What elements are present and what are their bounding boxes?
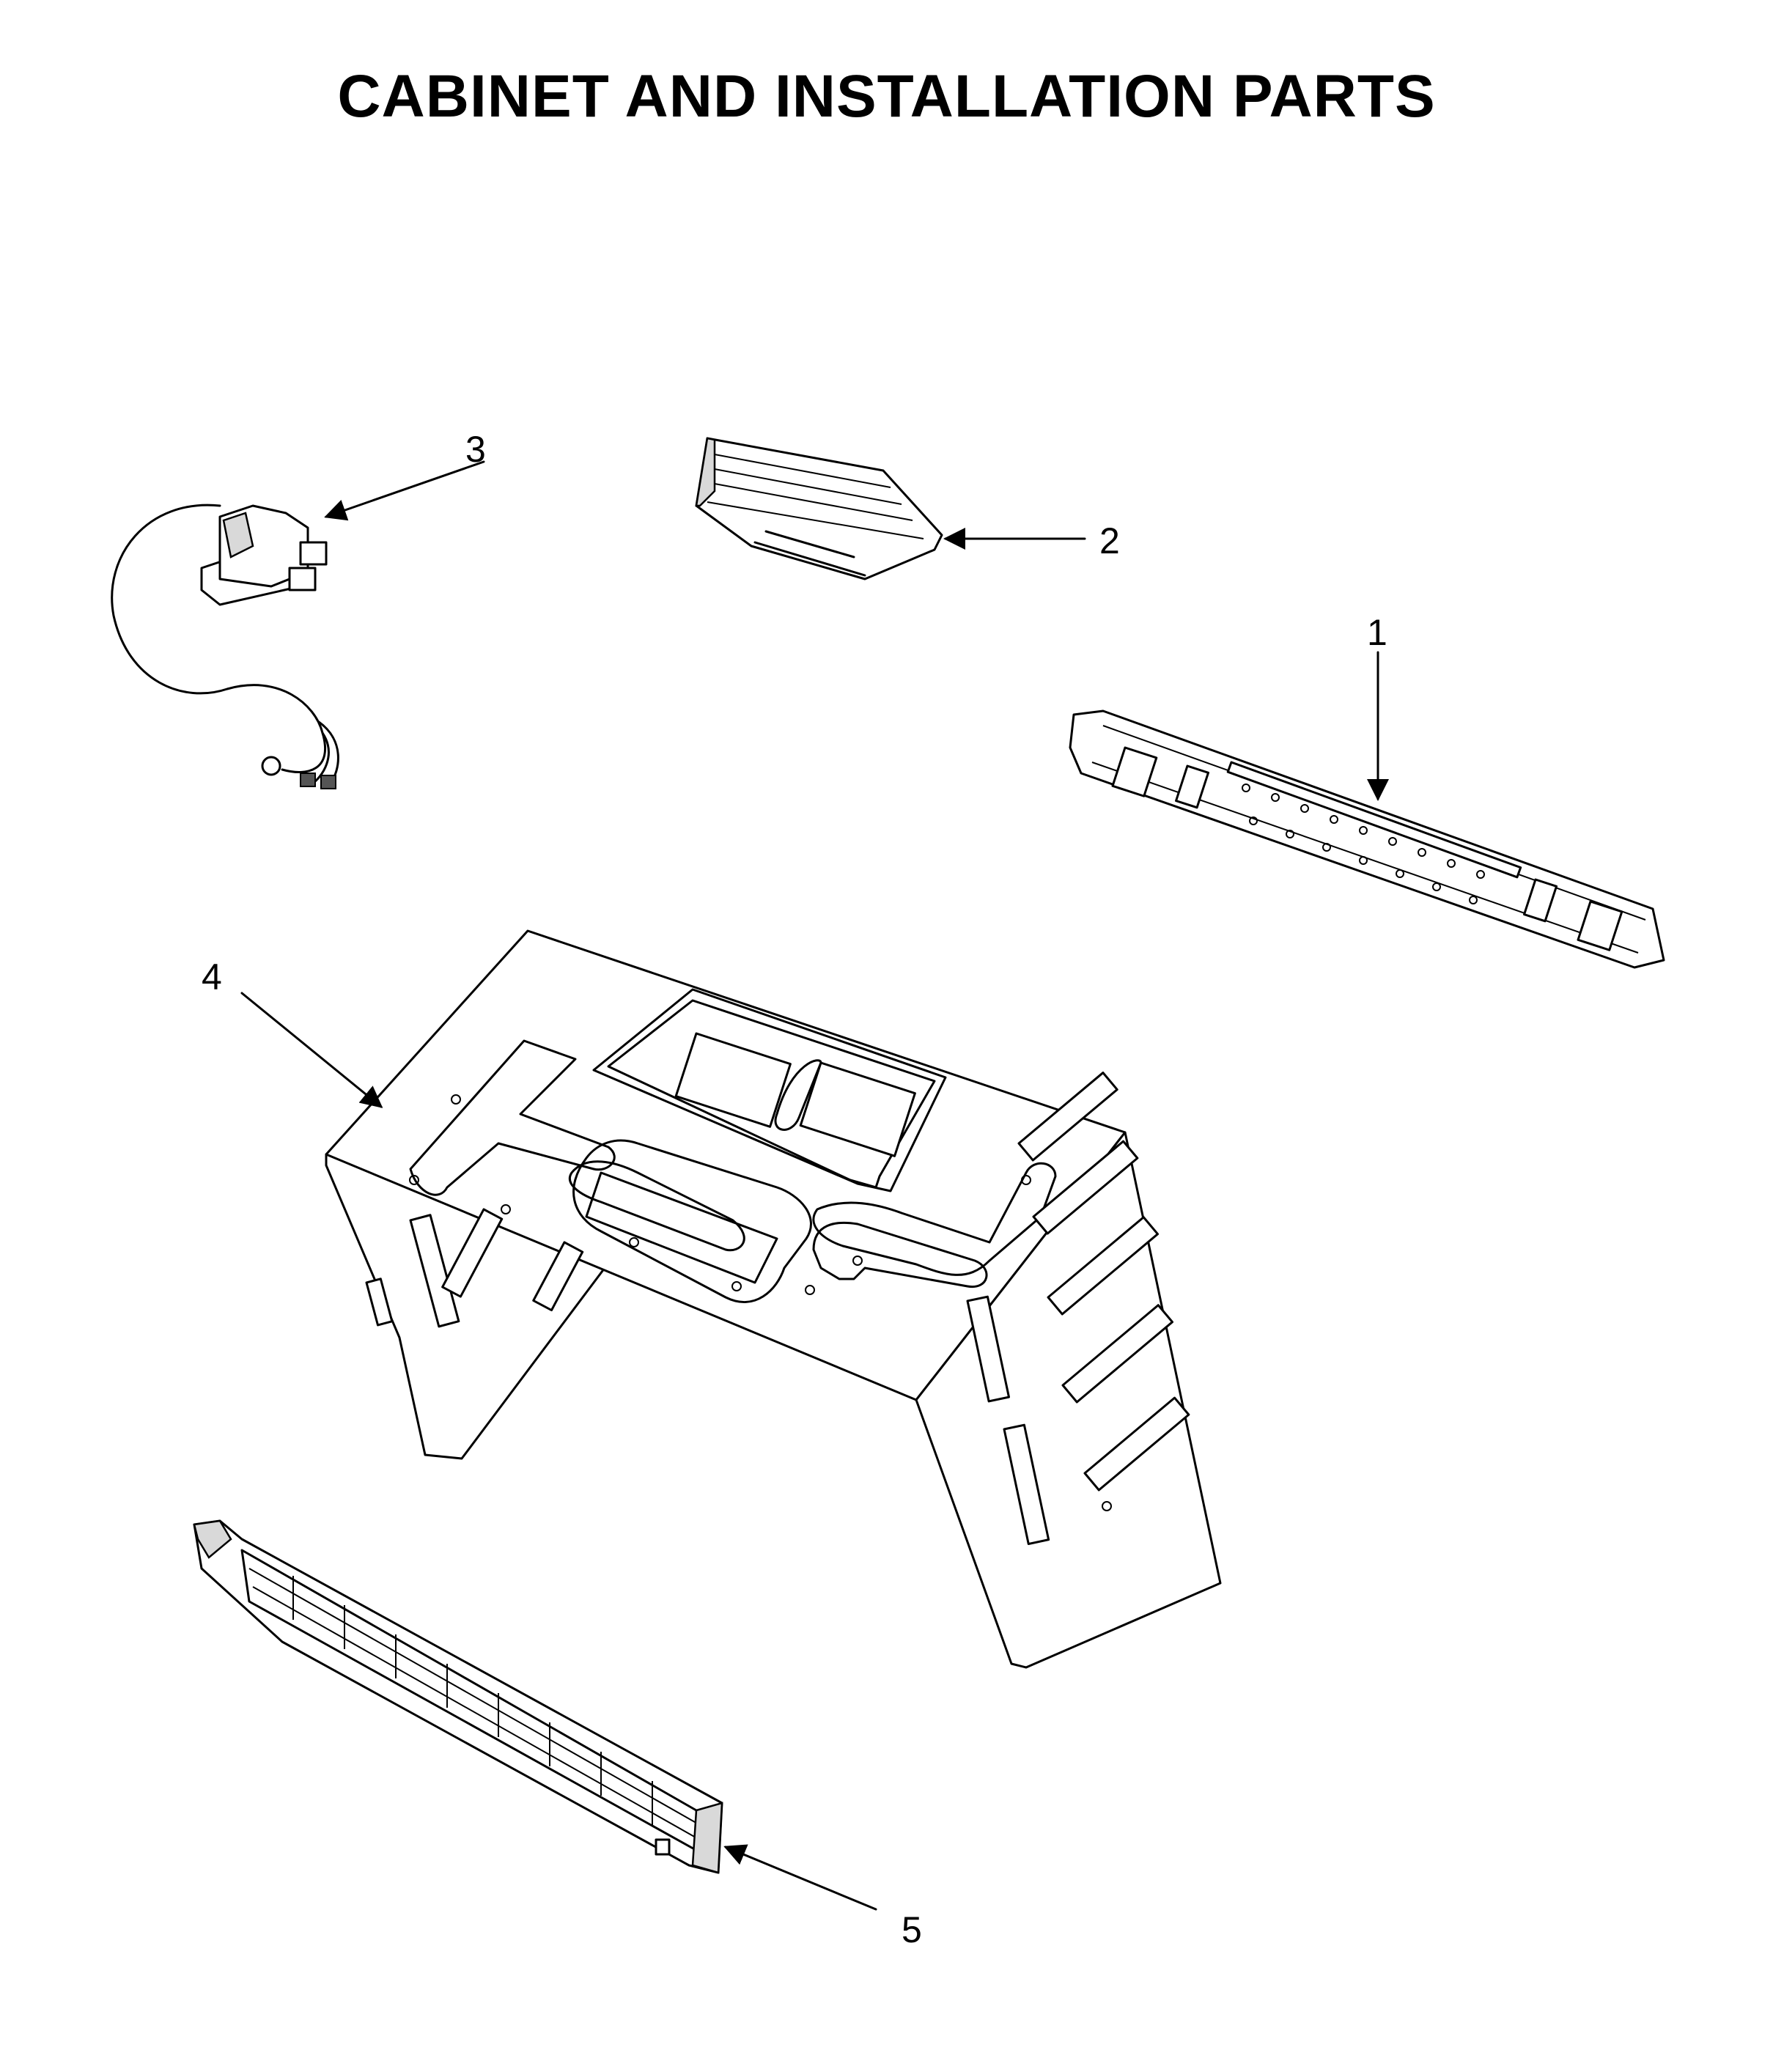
- part-1-mounting-plate[interactable]: [1069, 709, 1665, 969]
- callout-label-1: 1: [1367, 612, 1387, 653]
- part-3-power-cord[interactable]: [111, 504, 339, 789]
- part-4-cabinet[interactable]: [325, 929, 1222, 1669]
- callout-label-4: 4: [202, 956, 222, 998]
- callout-label-5: 5: [902, 1909, 922, 1950]
- callout-label-2: 2: [1099, 520, 1120, 561]
- callout-arrow-3: [324, 460, 485, 521]
- page-title: CABINET AND INSTALLATION PARTS: [337, 63, 1436, 130]
- part-5-vent-grille[interactable]: [193, 1519, 723, 1874]
- callout-arrow-4: [240, 992, 383, 1108]
- callout-label-3: 3: [465, 429, 486, 470]
- callout-arrow-5: [723, 1844, 877, 1911]
- part-2-top-bracket[interactable]: [695, 437, 943, 580]
